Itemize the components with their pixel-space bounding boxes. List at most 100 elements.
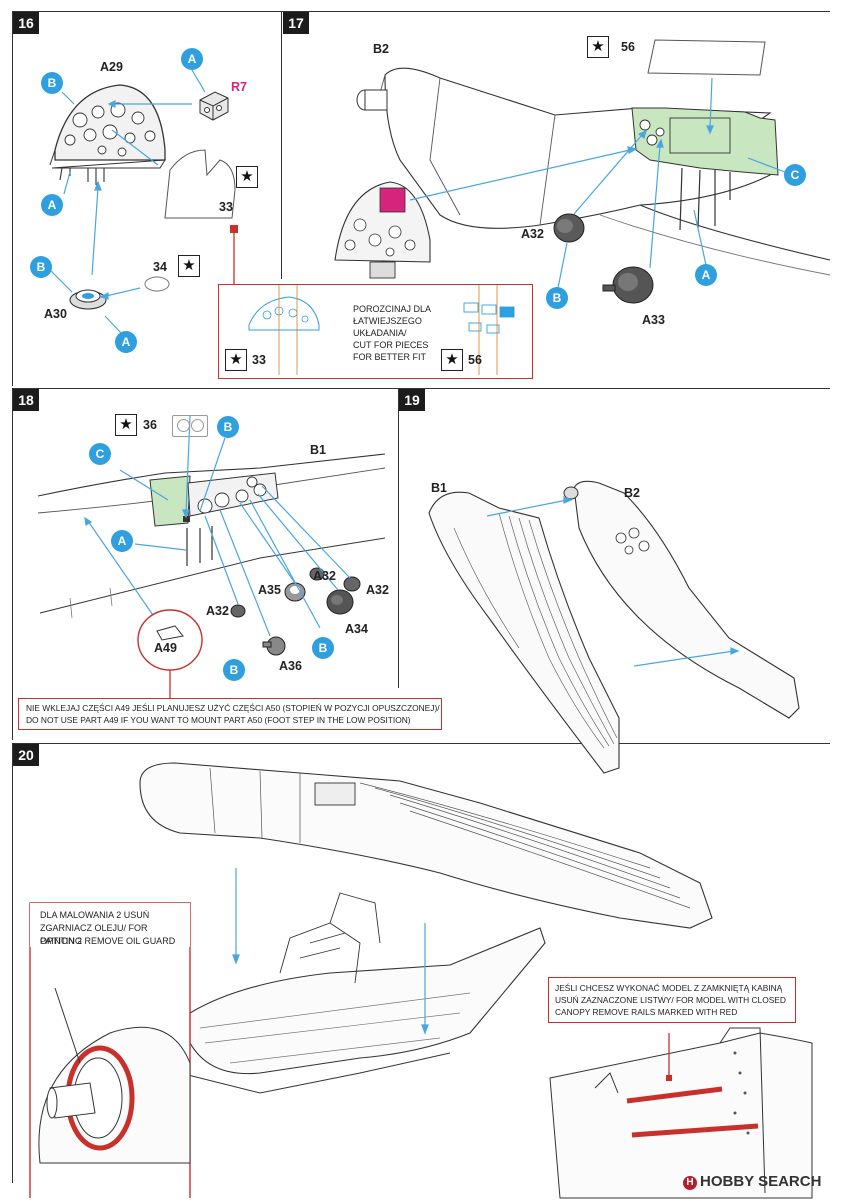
step-number-20: 20	[13, 744, 39, 766]
part-a30	[69, 289, 107, 310]
step-number-19: 19	[399, 389, 425, 411]
part-a35	[284, 582, 306, 602]
part-a33-17	[602, 266, 654, 304]
star-icon-33: ★	[236, 166, 258, 188]
callout-b-17: B	[546, 287, 568, 309]
cut-note-label-33: 33	[252, 353, 266, 367]
label-b2-17: B2	[373, 42, 389, 56]
step16-drawing	[47, 69, 236, 335]
part-a32-18c	[230, 604, 246, 618]
star-icon-34: ★	[178, 255, 200, 277]
label-a32-18c: A32	[206, 604, 229, 618]
label-b2-19: B2	[624, 486, 640, 500]
label-a34: A34	[345, 622, 368, 636]
star-icon-36: ★	[115, 414, 137, 436]
label-a33-17: A33	[642, 313, 665, 327]
callout-b-18b: B	[312, 637, 334, 659]
oil-note-line-2: ZGARNIACZ OLEJU/ FOR PAINTING	[40, 923, 148, 946]
part-a32-17	[553, 213, 585, 243]
callout-c-17: C	[784, 164, 806, 186]
star-icon-56: ★	[587, 36, 609, 58]
part-a32-18b	[343, 576, 361, 592]
step19-arrows	[486, 496, 740, 667]
canopy-note-line-1: JEŚLI CHCESZ WYKONAĆ MODEL Z ZAMKNIĘTĄ K…	[555, 983, 783, 993]
frame-divider-18-19	[398, 388, 400, 688]
nose-spinner-detail	[38, 987, 191, 1164]
nose-stub	[356, 89, 388, 111]
side-panel-c-green-18	[149, 475, 191, 527]
watermark-text: HOBBY SEARCH	[700, 1173, 822, 1190]
canopy-note-line-3: CANOPY REMOVE RAILS MARKED WITH RED	[555, 1007, 738, 1017]
step-number-16: 16	[13, 12, 39, 34]
instrument-panel-back	[49, 149, 166, 169]
fuselage-half-b2	[384, 67, 772, 229]
side-panel-c-green	[631, 107, 779, 176]
cockpit-structure	[279, 892, 381, 984]
step18-arrows	[84, 415, 351, 637]
callout-b-18c: B	[223, 659, 245, 681]
a49-note-box: NIE WKLEJAJ CZĘŚCI A49 JEŚLI PLANUJESZ U…	[18, 698, 442, 730]
label-56: 56	[621, 40, 635, 54]
label-a29: A29	[100, 60, 123, 74]
step19-drawing	[428, 480, 800, 774]
a49-note-line-1: NIE WKLEJAJ CZĘŚCI A49 JEŚLI PLANUJESZ U…	[26, 703, 440, 713]
frame-left-18	[12, 388, 14, 740]
step17-drawing	[334, 39, 831, 304]
label-a32-18b: A32	[366, 583, 389, 597]
frame-bottom-16-17	[12, 388, 830, 390]
label-33: 33	[219, 200, 233, 214]
label-36: 36	[143, 418, 157, 432]
frame-left-20	[12, 743, 14, 1183]
step-number-18: 18	[13, 389, 39, 411]
callout-b-16a: B	[41, 72, 63, 94]
label-a32-18a: A32	[313, 569, 336, 583]
cut-note-decals	[248, 285, 515, 375]
cut-note-line-2: ŁATWIEJSZEGO	[353, 316, 422, 326]
label-r7: R7	[231, 80, 247, 94]
label-b1-18: B1	[310, 443, 326, 457]
label-a36: A36	[279, 659, 302, 673]
callout-b-18a: B	[217, 416, 239, 438]
cut-note-box: POROZCINAJ DLA ŁATWIEJSZEGO UKŁADANIA/ C…	[218, 284, 533, 379]
frame-left-16	[12, 11, 14, 386]
a49-highlight-circle	[137, 609, 203, 671]
decal-56	[647, 39, 766, 76]
label-a32-17: A32	[521, 227, 544, 241]
oil-note-line-1: DLA MALOWANIA 2 USUŃ	[40, 910, 150, 920]
decal-33	[164, 149, 236, 219]
label-a30: A30	[44, 307, 67, 321]
panel-legs	[59, 167, 105, 185]
label-a35: A35	[258, 583, 281, 597]
decal-36-outline	[172, 415, 208, 437]
frame-bottom-18-19	[12, 743, 830, 745]
star-icon-cut-56: ★	[441, 349, 463, 371]
callout-a-18: A	[111, 530, 133, 552]
step20-arrows	[232, 868, 429, 1035]
cut-note-label-56: 56	[468, 353, 482, 367]
wing-assembly	[189, 927, 546, 1075]
canopy-note-box: JEŚLI CHCESZ WYKONAĆ MODEL Z ZAMKNIĘTĄ K…	[548, 977, 796, 1023]
label-b1-19: B1	[431, 481, 447, 495]
step20-drawing	[29, 762, 813, 1199]
part-a34	[326, 589, 354, 615]
decal-34	[144, 276, 170, 292]
step-number-17: 17	[283, 12, 309, 34]
step17-arrows	[409, 77, 786, 289]
fuselage-half-b2-19	[573, 480, 800, 719]
step16-arrows	[47, 69, 206, 335]
canopy-note-line-2: USUŃ ZAZNACZONE LISTWY/ FOR MODEL WITH C…	[555, 995, 786, 1005]
callout-c-18: C	[89, 443, 111, 465]
cut-note-line-3: UKŁADANIA/	[353, 328, 407, 338]
cut-note-line-4: CUT FOR PIECES	[353, 340, 429, 350]
pink-highlight-part	[379, 187, 406, 213]
label-a49: A49	[154, 641, 177, 655]
callout-a-17: A	[695, 264, 717, 286]
part-a36	[262, 636, 286, 656]
frame-divider-16-17	[281, 11, 283, 279]
fuselage-assembly	[139, 762, 713, 929]
a49-note-line-2: DO NOT USE PART A49 IF YOU WANT TO MOUNT…	[26, 715, 411, 725]
step18-drawing	[37, 415, 386, 698]
label-34: 34	[153, 260, 167, 274]
oil-note-box: DLA MALOWANIA 2 USUŃ ZGARNIACZ OLEJU/ FO…	[30, 903, 190, 947]
